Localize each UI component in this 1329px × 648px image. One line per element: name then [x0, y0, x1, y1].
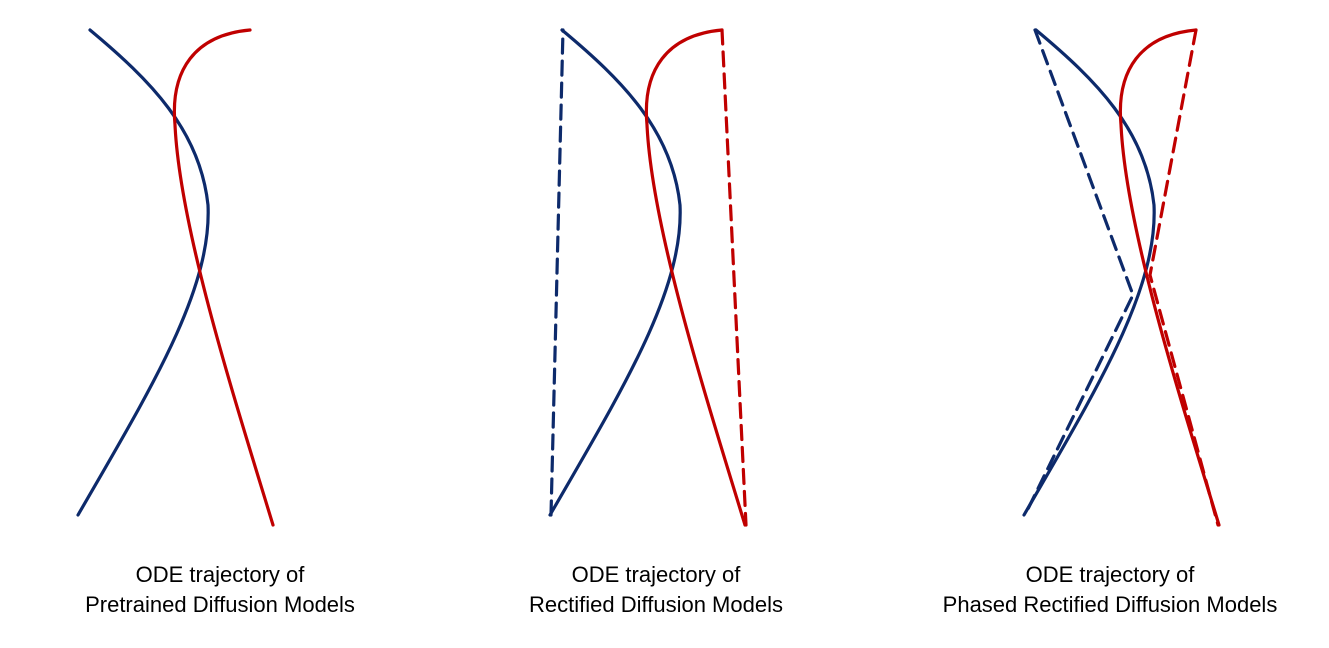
red-ode-trajectory — [644, 28, 747, 527]
panel-rectified — [548, 28, 748, 527]
caption-phased-rectified: ODE trajectory of Phased Rectified Diffu… — [920, 560, 1300, 620]
blue-ode-trajectory — [548, 28, 682, 517]
blue-ode-trajectory — [76, 28, 210, 517]
caption-rectified: ODE trajectory of Rectified Diffusion Mo… — [496, 560, 816, 620]
blue-phased-rectified-trajectory — [1023, 28, 1135, 517]
red-ode-trajectory — [1118, 28, 1221, 527]
red-ode-trajectory — [172, 28, 275, 527]
caption-line-1: ODE trajectory of — [1025, 562, 1195, 587]
red-rectified-trajectory — [720, 28, 748, 527]
caption-line-2: Phased Rectified Diffusion Models — [942, 592, 1278, 617]
caption-line-1: ODE trajectory of — [571, 562, 741, 587]
caption-pretrained: ODE trajectory of Pretrained Diffusion M… — [60, 560, 380, 620]
panel-pretrained — [76, 28, 275, 527]
blue-rectified-trajectory — [549, 28, 565, 517]
caption-line-2: Pretrained Diffusion Models — [85, 592, 355, 617]
caption-line-2: Rectified Diffusion Models — [529, 592, 783, 617]
caption-line-1: ODE trajectory of — [135, 562, 305, 587]
blue-ode-trajectory — [1022, 28, 1156, 517]
red-phased-rectified-trajectory — [1148, 28, 1220, 527]
panel-phased-rectified — [1022, 28, 1221, 527]
